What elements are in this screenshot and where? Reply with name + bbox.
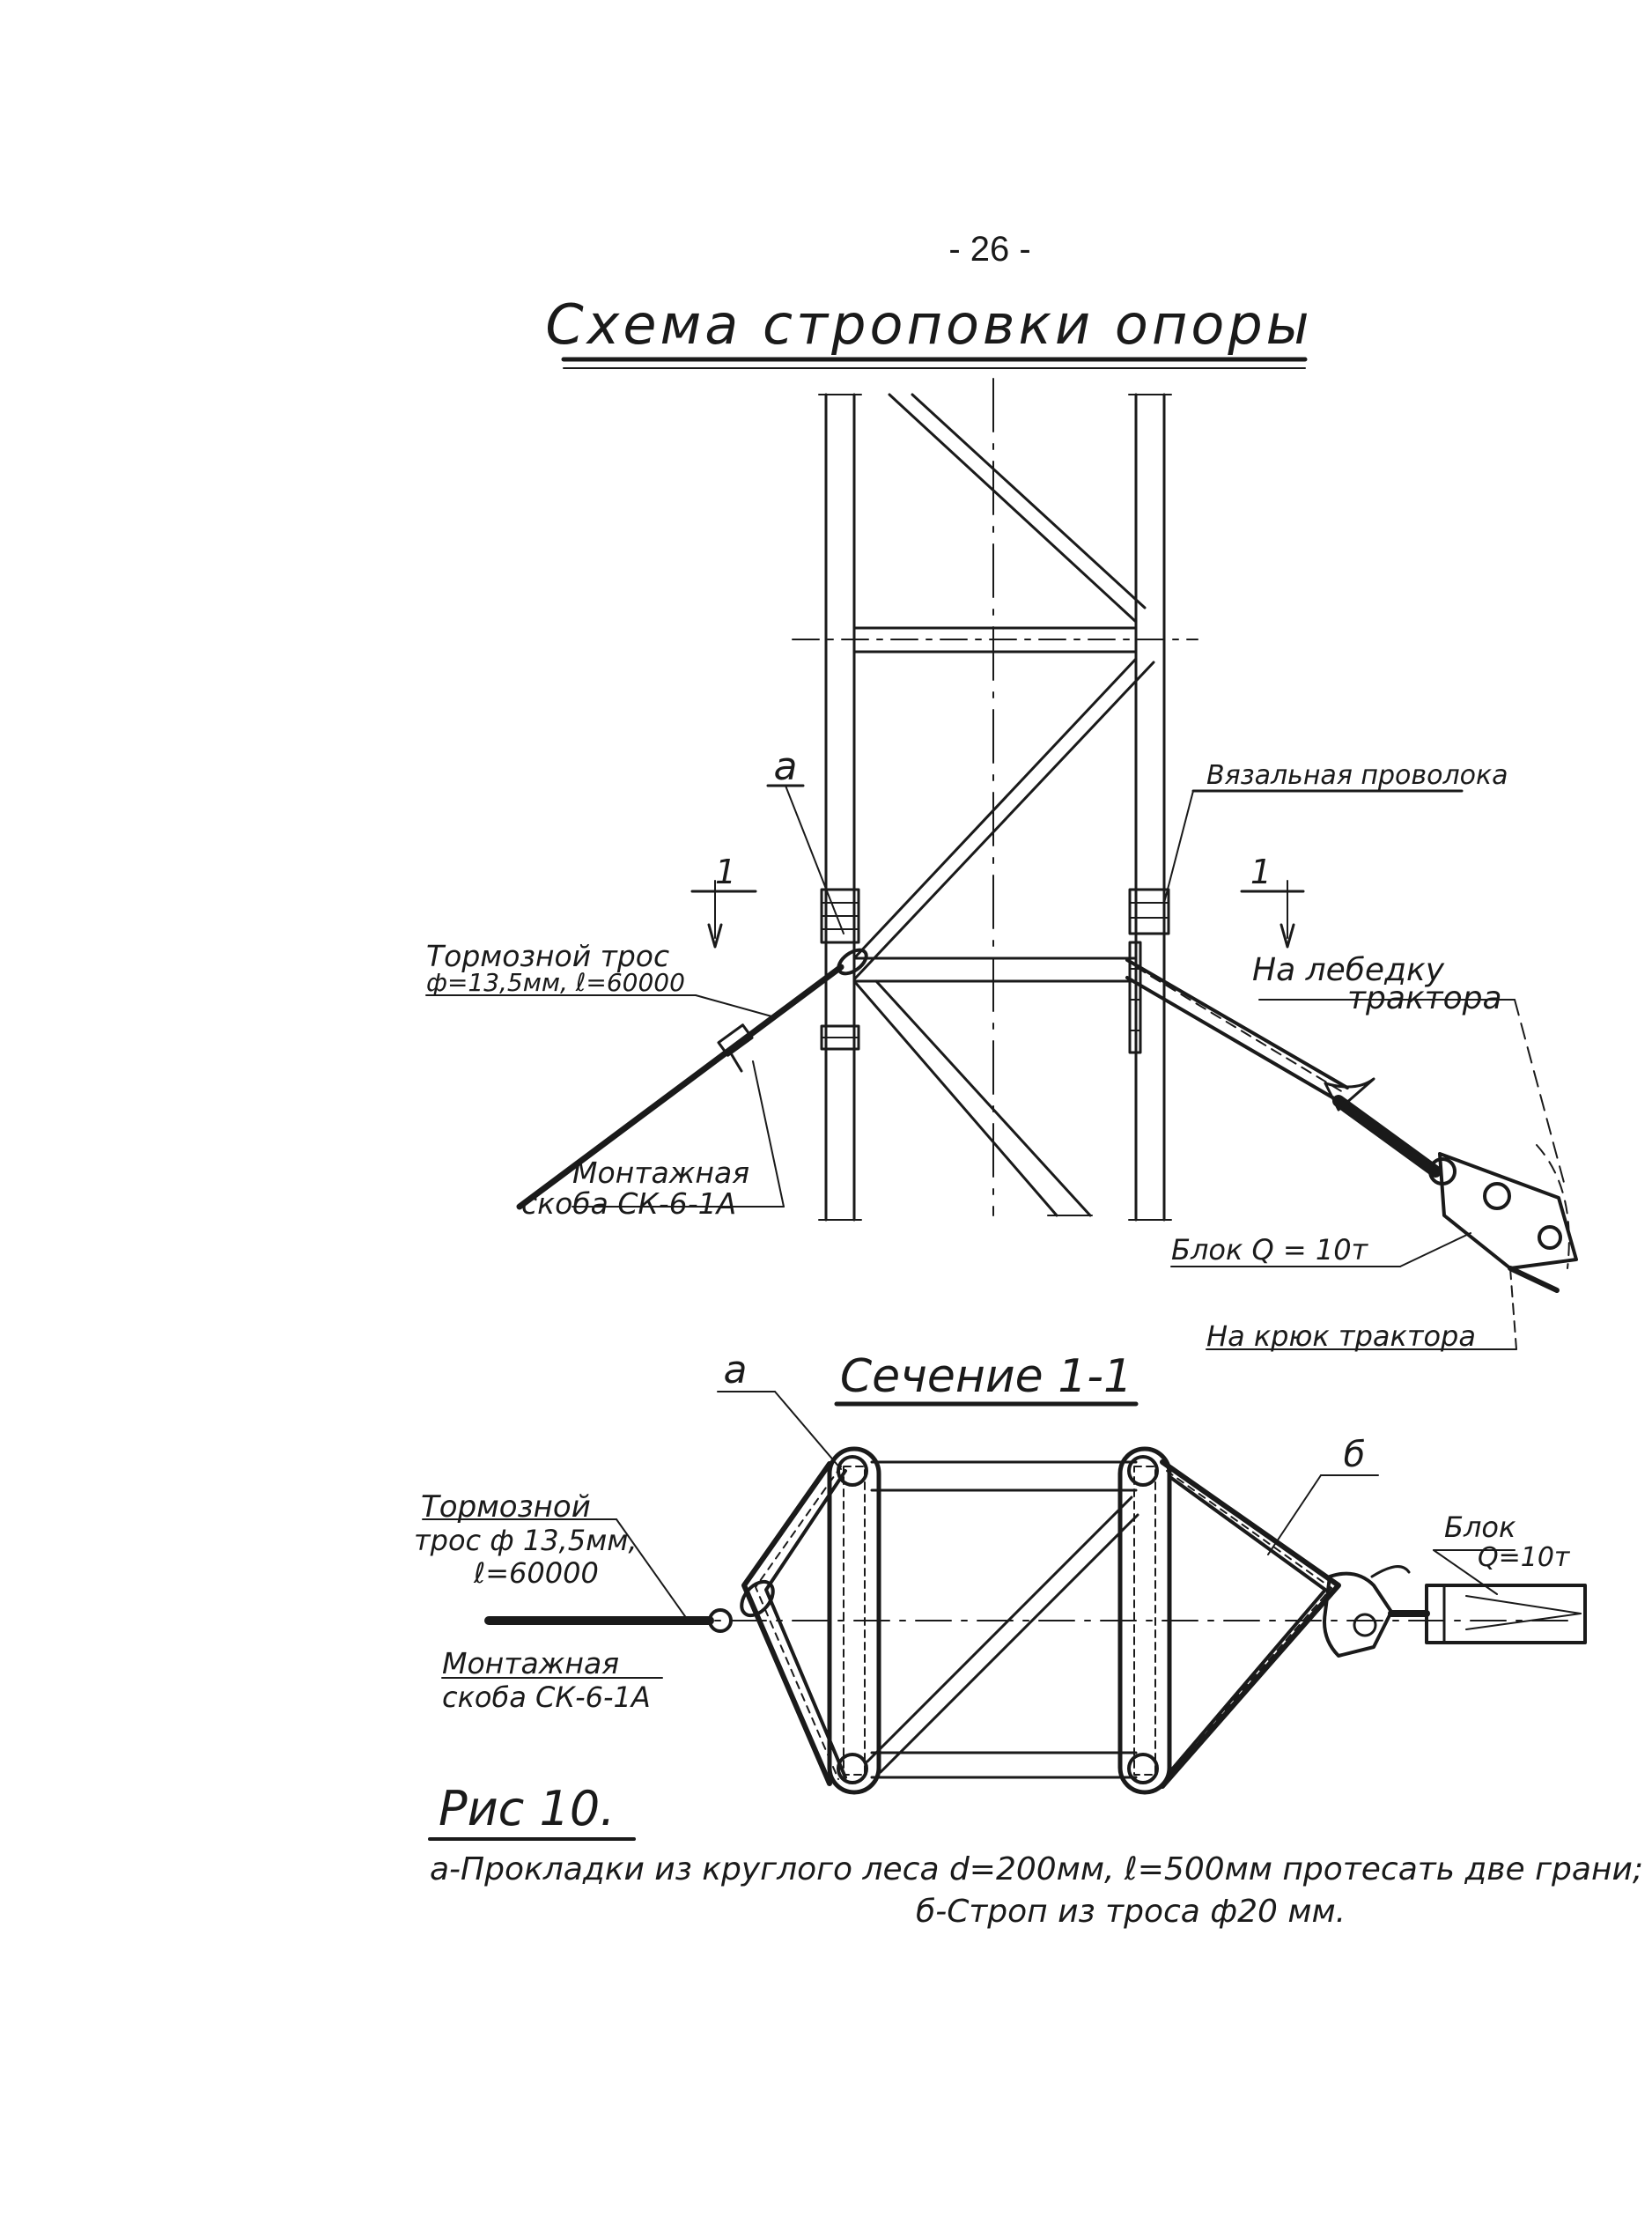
section-frame: [866, 1460, 1139, 1779]
support-elevation: [425, 378, 1578, 1350]
section-brake-cable-label-line2: трос ф 13,5мм,: [414, 1524, 638, 1557]
brake-cable: [516, 948, 868, 1210]
block-label: Блок Q = 10т: [1171, 1233, 1369, 1267]
section-brake-cable-label-line1: Тормозной: [421, 1489, 591, 1525]
callout-a-top: а: [774, 744, 798, 789]
section-mark-left-label: 1: [715, 853, 736, 891]
section-pulley-block: [1323, 1565, 1587, 1658]
hook-label: На крюк трактора: [1206, 1319, 1476, 1353]
sling-to-winch: [1125, 958, 1442, 1178]
right-post-pads: [1128, 888, 1170, 1054]
section-brake-cable-label-line3: ℓ=60000: [473, 1556, 599, 1590]
brake-cable-label-line1: Тормозной трос: [426, 939, 669, 973]
section-right-post: [1117, 1446, 1172, 1795]
lower-horizontal-strut: [852, 957, 1138, 983]
clamp-label-line1: Монтажная: [572, 1156, 749, 1190]
section-left-post: [827, 1446, 881, 1795]
support-section-1-1: [422, 1446, 1587, 1795]
left-post-pads: [820, 888, 860, 1051]
diagram-title: Схема строповки опоры: [545, 292, 1312, 357]
mounting-clamp: [717, 1023, 754, 1073]
clamp-label-line2: скоба СК-6-1А: [521, 1186, 736, 1221]
right-post: [1128, 393, 1172, 1222]
section-clamp-label-line1: Монтажная: [442, 1646, 619, 1680]
to-winch-label-line1: На лебедку: [1252, 952, 1445, 988]
section-right-sling: [1160, 1459, 1341, 1789]
section-mark-left: [690, 880, 757, 949]
figure-note-line2: б-Строп из троса ф20 мм.: [916, 1894, 1346, 1930]
section-left-sling: [708, 1461, 847, 1786]
to-winch-label-line2: трактора: [1347, 980, 1502, 1016]
figure-note-line1: а-Прокладки из круглого леса d=200мм, ℓ=…: [430, 1851, 1643, 1887]
binding-wire-label: Вязальная проволока: [1206, 760, 1508, 791]
top-diagonal-brace: [888, 393, 1147, 624]
main-diagonal-brace: [852, 657, 1155, 981]
upper-horizontal-strut: [792, 626, 1198, 654]
elevation-leaders: [425, 784, 1567, 1350]
section-mark-right: [1240, 880, 1305, 949]
callout-a-section: а: [724, 1348, 748, 1392]
left-post: [818, 393, 862, 1222]
page-number: - 26 -: [948, 230, 1030, 269]
section-block-label-line2: Q=10т: [1478, 1542, 1571, 1573]
callout-a-section-leader: [774, 1391, 842, 1470]
bottom-diagonal-brace: [852, 979, 1093, 1217]
section-leaders: [422, 1518, 1516, 1679]
section-mark-right-label: 1: [1250, 853, 1272, 891]
section-clamp-label-line2: скоба СК-6-1А: [442, 1680, 651, 1714]
brake-cable-label-line2: ф=13,5мм, ℓ=60000: [426, 968, 685, 997]
figure-label: Рис 10.: [439, 1781, 615, 1836]
section-block-label-line1: Блок: [1444, 1510, 1516, 1544]
section-title: Сечение 1-1: [840, 1350, 1132, 1403]
pulley-block: [1428, 1144, 1578, 1293]
callout-b-section: б: [1344, 1435, 1366, 1475]
